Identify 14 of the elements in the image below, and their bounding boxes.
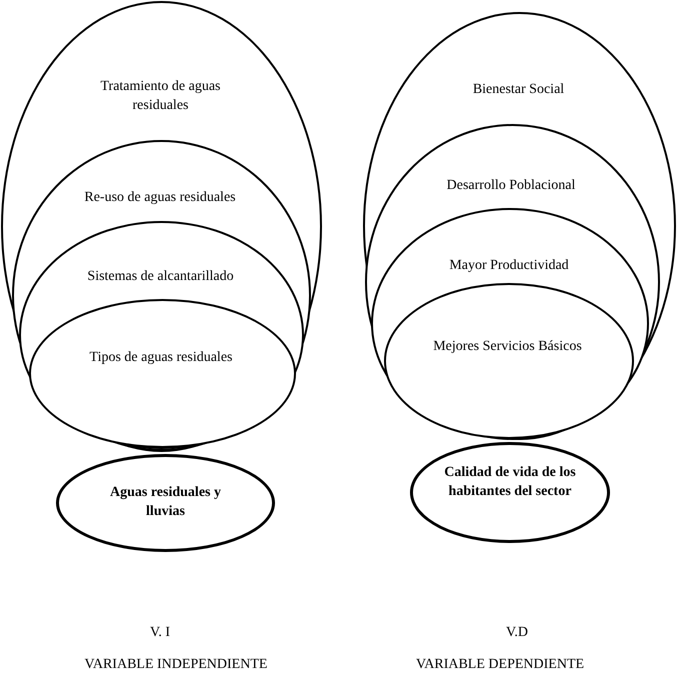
caption-text: V. I: [150, 624, 170, 642]
ellipse-label: Calidad de vida de los habitantes del sector: [443, 464, 577, 501]
ellipse-label: Tratamiento de aguas residuales: [99, 78, 222, 115]
ellipse-label: Mayor Productividad: [448, 257, 570, 275]
ellipse-label: Bienestar Social: [472, 81, 566, 99]
ellipse-label: Mejores Servicios Básicos: [432, 338, 583, 356]
caption-text: VARIABLE INDEPENDIENTE: [84, 656, 268, 674]
ellipse-label: Re-uso de aguas residuales: [83, 188, 237, 206]
ellipse-label: Tipos de aguas residuales: [88, 348, 234, 366]
caption-text: V.D: [506, 624, 528, 642]
ellipse-label: Sistemas de alcantarillado: [86, 268, 235, 286]
caption-text: VARIABLE DEPENDIENTE: [416, 656, 584, 674]
ellipse-label: Aguas residuales y lluvias: [109, 484, 222, 521]
ellipse-label: Desarrollo Poblacional: [446, 176, 576, 194]
